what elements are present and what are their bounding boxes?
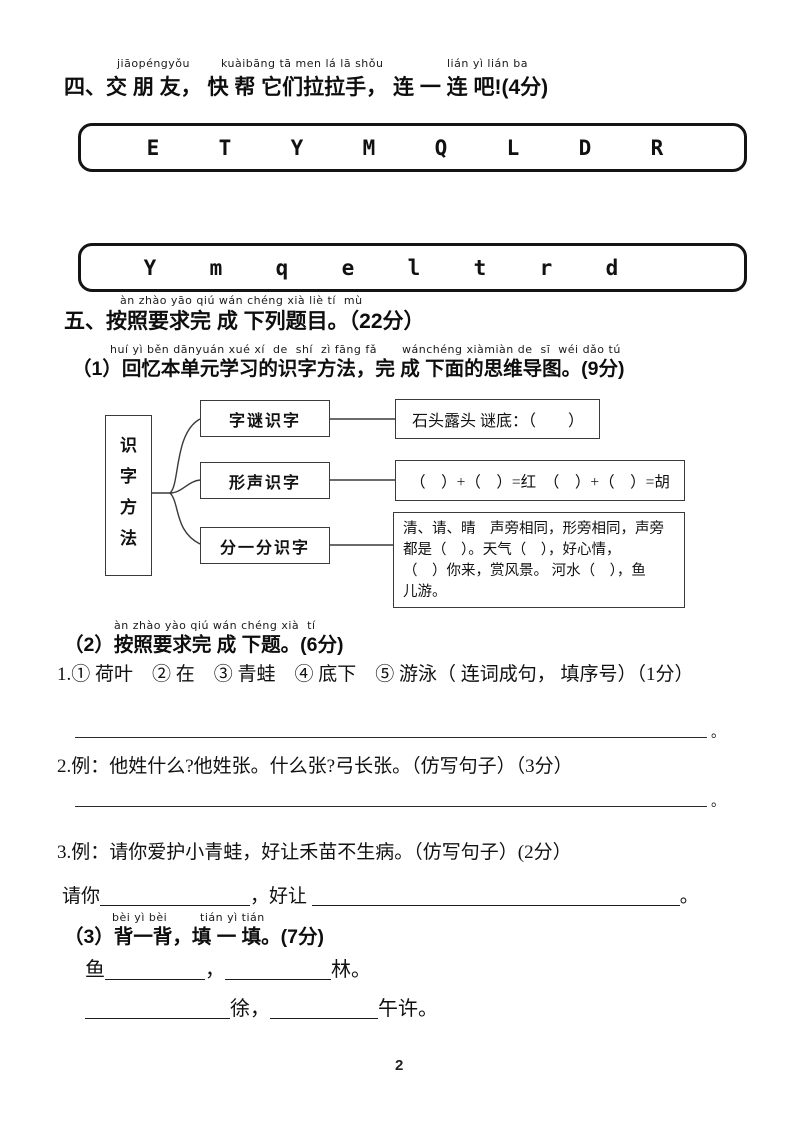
pinyin-kuaibang: kuàibāng tā men lá lā shǒu [221, 57, 384, 70]
lowercase-letter-box: Y m q e l t r d [78, 243, 747, 292]
fill-period: 。 [679, 886, 699, 907]
fill-prefix: 请你 [62, 886, 101, 907]
section4-title: 四、交 朋 友， 快 帮 它们拉拉手， 连 一 连 吧!(4分) [64, 76, 549, 99]
item-1-text: 1.① 荷叶 ② 在 ③ 青蛙 ④ 底下 ⑤ 游泳（ 连词成句， 填序号）（1分… [57, 664, 694, 685]
pinyin-section5: àn zhào yāo qiú wán chéng xià liè tí mù [120, 294, 363, 307]
pinyin-jiaopengyou: jiāopéngyǒu [117, 57, 190, 70]
leaf-line: 都是（ ）。天气（ ），好心情， [403, 542, 621, 558]
letter: d [605, 255, 619, 280]
blank [225, 975, 331, 980]
letter: R [650, 135, 664, 160]
letter: q [275, 255, 289, 280]
answer-line [75, 737, 707, 738]
fill-mid: ， [205, 959, 225, 981]
letter: L [506, 135, 520, 160]
item-3-text: 3.例：请你爱护小青蛙，好让禾苗不生病。（仿写句子）(2分） [57, 842, 572, 863]
answer-line [75, 806, 707, 807]
question-2-text: （2）按照要求完 成 下题。(6分) [64, 634, 344, 656]
mindmap-branch-zimi: 字谜识字 [200, 400, 330, 437]
fill-mid: ，好让 [250, 886, 312, 907]
question-3-text: （3）背一背，填 一 填。(7分) [64, 926, 325, 948]
mindmap: 识字方法 字谜识字 形声识字 分一分识字 石头露头 谜底：（ ） （ ）+（ ）… [100, 393, 693, 615]
blank [100, 901, 251, 906]
letter: t [473, 255, 487, 280]
letter: r [539, 255, 553, 280]
section5-title: 五、按照要求完 成 下列题目。（22分） [64, 310, 425, 333]
letter: m [209, 255, 223, 280]
mindmap-branch-fenyifen: 分一分识字 [200, 527, 330, 564]
mindmap-root: 识字方法 [105, 415, 152, 576]
line-period: 。 [711, 795, 725, 810]
letter: E [146, 135, 160, 160]
fill-prefix: 鱼 [85, 959, 105, 981]
letter: D [578, 135, 592, 160]
blank [270, 1014, 378, 1019]
letter: Y [290, 135, 304, 160]
mindmap-leaf-riddle: 石头露头 谜底：（ ） [395, 399, 600, 439]
mindmap-branch-xingsheng: 形声识字 [200, 462, 330, 499]
question-1-text: （1）回忆本单元学习的识字方法，完 成 下面的思维导图。(9分) [72, 358, 625, 380]
letter: Q [434, 135, 448, 160]
letter: T [218, 135, 232, 160]
mindmap-leaf-phonetic: （ ）+（ ）=红 （ ）+（ ）=胡 [395, 460, 685, 501]
recite-fill-line-2: 徐， 午许。 [85, 996, 438, 1022]
fill-mid: 徐， [230, 998, 270, 1020]
letter: M [362, 135, 376, 160]
pinyin-q1-a: huí yì běn dānyuán xué xí de shí zì fāng… [110, 343, 377, 356]
letter: Y [143, 255, 157, 280]
mindmap-connectors [152, 418, 395, 546]
blank [311, 901, 680, 906]
leaf-line: 儿游。 [403, 584, 447, 600]
mindmap-leaf-split: 清、请、晴 声旁相同，形旁相同，声旁 都是（ ）。天气（ ），好心情， （ ）你… [393, 512, 685, 608]
letter: l [407, 255, 421, 280]
item-2-text: 2.例：他姓什么?他姓张。什么张?弓长张。（仿写句子）（3分） [57, 756, 573, 777]
fill-suffix: 林。 [331, 959, 371, 981]
recite-fill-line-1: 鱼 ， 林。 [85, 957, 371, 983]
blank [105, 975, 205, 980]
pinyin-q2: àn zhào yào qiú wán chéng xià tí [114, 619, 316, 632]
uppercase-letter-box: E T Y M Q L D R [78, 123, 747, 172]
blank [85, 1014, 230, 1019]
leaf-line: （ ）你来，赏风景。 河水（ ），鱼 [403, 563, 646, 579]
page-number: 2 [395, 1057, 404, 1074]
letter: e [341, 255, 355, 280]
line-period: 。 [711, 726, 725, 741]
fill-suffix: 午许。 [378, 998, 438, 1020]
pinyin-q1-b: wánchéng xiàmiàn de sī wéi dǎo tú [402, 343, 621, 356]
leaf-line: 清、请、晴 声旁相同，形旁相同，声旁 [403, 521, 664, 537]
pinyin-lianyilian: lián yì lián ba [447, 57, 528, 70]
pinyin-q3-a: bèi yì bèi [112, 911, 168, 924]
pinyin-q3-b: tián yì tián [200, 911, 265, 924]
item-3-fill-line: 请你 ，好让 。 [62, 884, 699, 910]
